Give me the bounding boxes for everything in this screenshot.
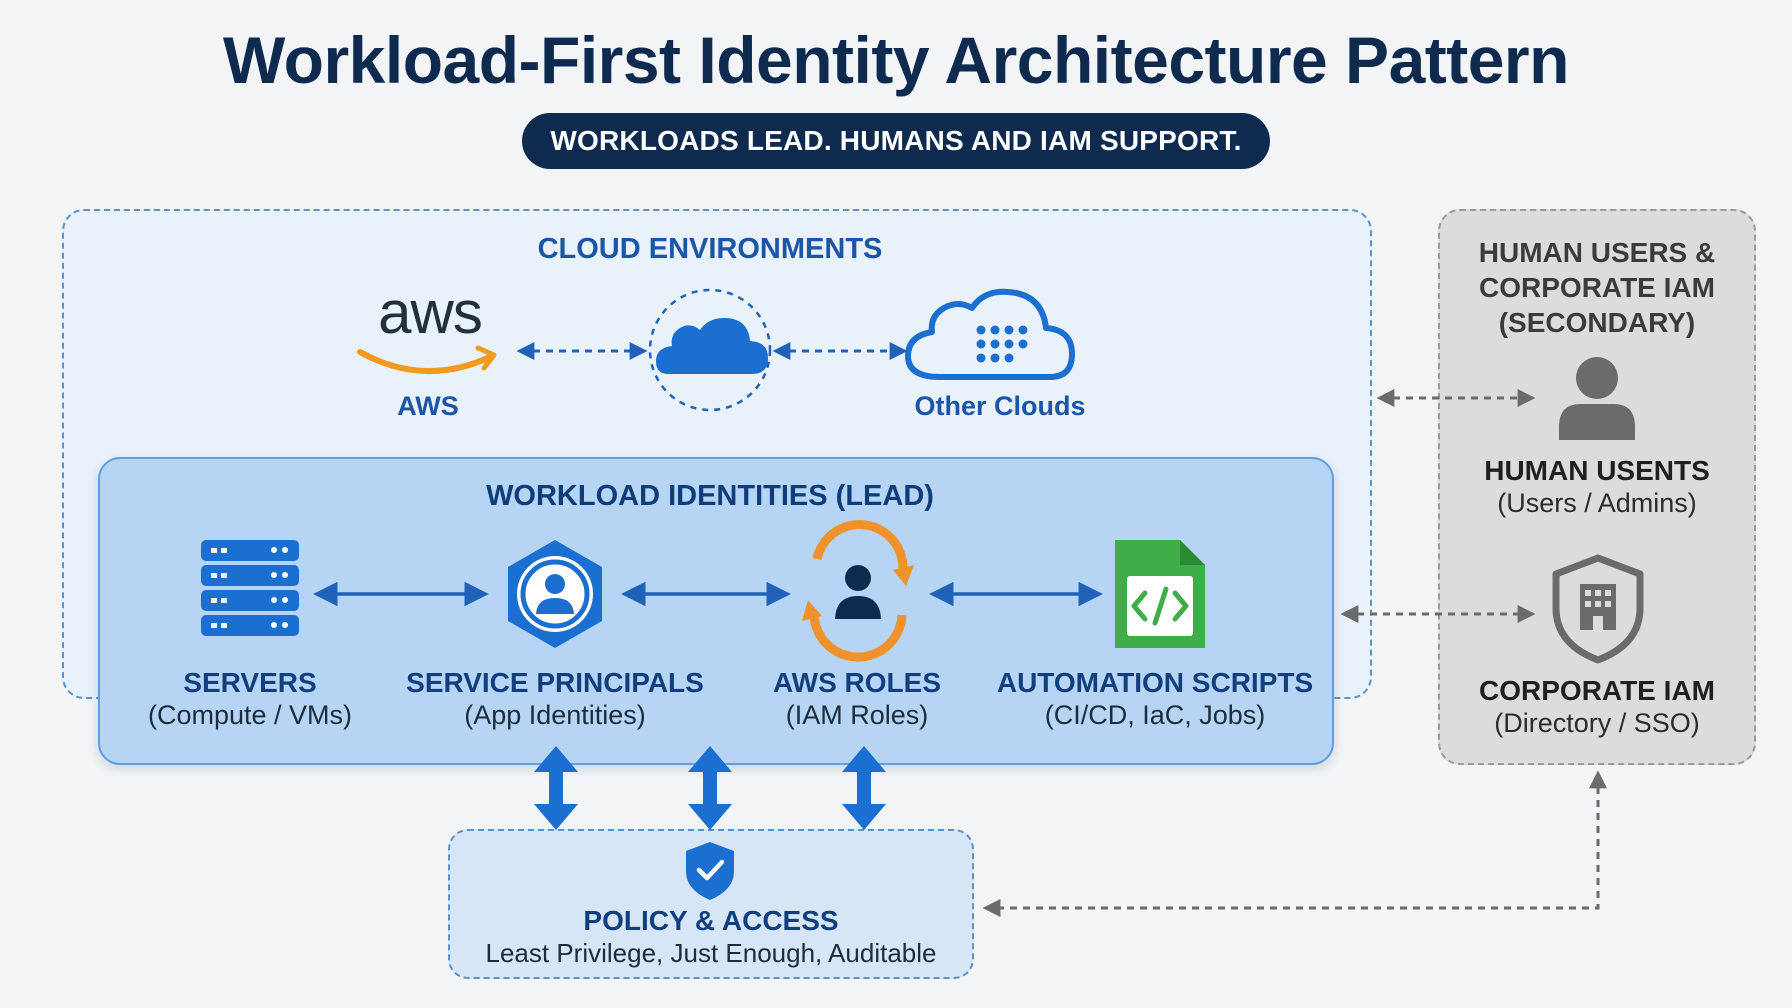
human-heading-line-2: CORPORATE IAM <box>1479 272 1715 303</box>
iam-policy-connector <box>982 770 1607 917</box>
human-users-panel <box>1438 209 1756 765</box>
policy-title: POLICY & ACCESS <box>583 905 839 936</box>
automation-scripts-title: AUTOMATION SCRIPTS <box>996 667 1314 698</box>
service-principals-title: SERVICE PRINCIPALS <box>406 667 704 698</box>
human-panel-heading: HUMAN USERS & CORPORATE IAM (SECONDARY) <box>1440 235 1754 340</box>
human-users-subtitle: (Users / Admins) <box>1497 488 1697 518</box>
workload-identities-heading: WORKLOAD IDENTITIES (LEAD) <box>486 480 934 512</box>
corporate-iam-title: CORPORATE IAM <box>1479 675 1715 706</box>
servers-title: SERVERS <box>183 667 317 698</box>
human-heading-line-1: HUMAN USERS & <box>1478 237 1716 268</box>
subtitle-badge: WORKLOADS LEAD. HUMANS AND IAM SUPPORT. <box>522 113 1270 169</box>
page-title: Workload-First Identity Architecture Pat… <box>223 23 1569 97</box>
service-principals-subtitle: (App Identities) <box>464 700 646 730</box>
policy-subtitle: Least Privilege, Just Enough, Auditable <box>485 938 937 968</box>
automation-scripts-subtitle: (CI/CD, IaC, Jobs) <box>1044 700 1266 730</box>
aws-roles-subtitle: (IAM Roles) <box>785 700 929 730</box>
human-heading-line-3: (SECONDARY) <box>1498 307 1696 338</box>
other-clouds-label: Other Clouds <box>914 391 1086 421</box>
servers-subtitle: (Compute / VMs) <box>147 700 353 730</box>
cloud-environments-heading: CLOUD ENVIRONMENTS <box>537 233 883 265</box>
aws-logo-text: aws <box>378 279 483 346</box>
corporate-iam-subtitle: (Directory / SSO) <box>1494 708 1700 738</box>
aws-roles-title: AWS ROLES <box>772 667 941 698</box>
human-users-title: HUMAN USENTS <box>1484 455 1710 486</box>
aws-label: AWS <box>397 391 459 421</box>
